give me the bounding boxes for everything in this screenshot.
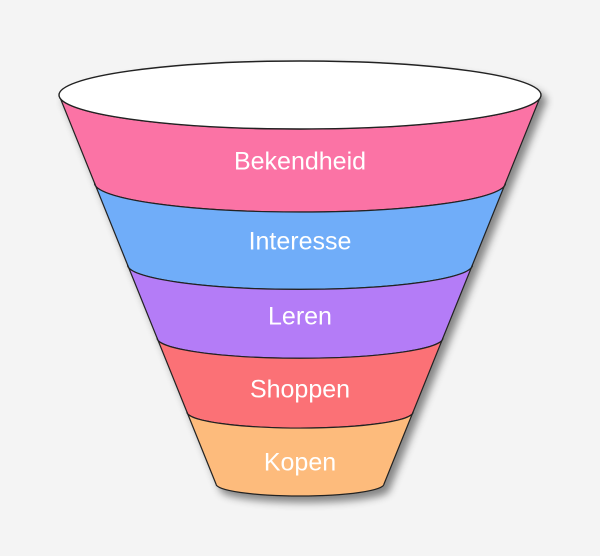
funnel-stage-kopen [186,411,414,497]
funnel-stage-label: Bekendheid [234,148,366,176]
funnel-stage-label: Interesse [249,228,352,256]
funnel-stage-label: Shoppen [250,376,350,404]
funnel-stage-label: Kopen [264,449,336,477]
funnel-rim [58,60,542,130]
funnel-stage-label: Leren [268,303,332,331]
funnel-body [58,60,542,497]
